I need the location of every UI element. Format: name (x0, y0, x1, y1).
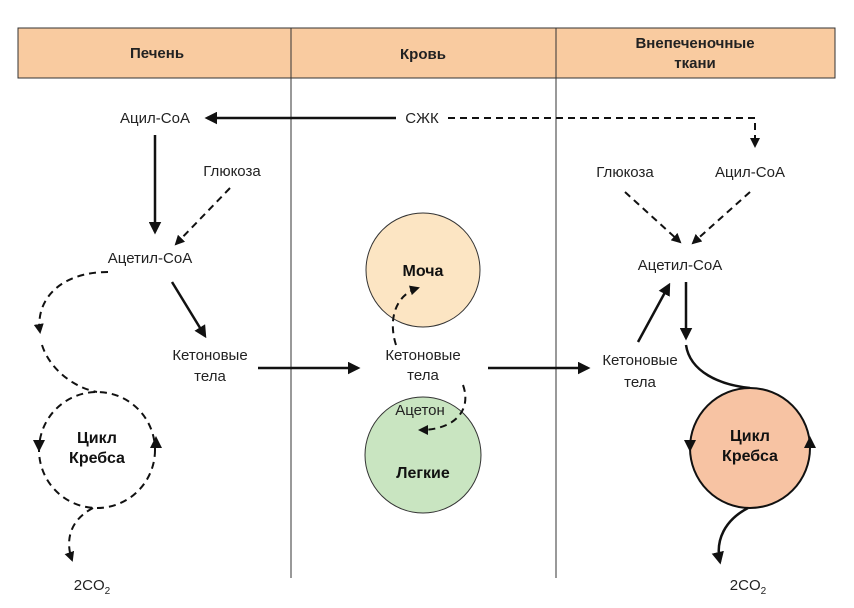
tissues-acetyl-coa: Ацетил-СоА (638, 257, 722, 274)
arrow-tissues-acyl-to-acetyl (691, 191, 751, 245)
liver-ketones-1: Кетоновые (172, 347, 247, 364)
arrow-glucose-to-acetyl (174, 187, 231, 246)
arrow-ffa-to-tissues (448, 117, 760, 148)
header-tissues-line1: Внепеченочные (635, 35, 754, 52)
tissues-glucose: Глюкоза (596, 164, 654, 181)
blood-ketones-2: тела (407, 367, 439, 384)
liver-acyl-coa: Ацил-СоА (120, 110, 190, 127)
lungs-circle (364, 396, 482, 514)
arrow-acetyl-to-krebs-a (33, 271, 109, 334)
blood-lungs: Легкие (396, 465, 450, 482)
tissues-ketones-2: тела (624, 374, 656, 391)
krebs-arrow-left-icon (684, 440, 696, 452)
blood-urine: Моча (403, 263, 444, 280)
krebs-arrow-right-icon (804, 436, 816, 448)
header-liver: Печень (130, 45, 184, 62)
arrow-krebs-to-co2 (64, 507, 94, 562)
arrow-tissues-glucose-to-acetyl (624, 191, 682, 244)
arrow-acetyl-to-krebs-b (41, 344, 98, 393)
tissues-ketones-1: Кетоновые (602, 352, 677, 369)
krebs-arrow-right-icon (150, 436, 162, 448)
arrow-acetone-to-lungs (418, 384, 467, 435)
liver-glucose: Глюкоза (203, 163, 261, 180)
liver-ketones-2: тела (194, 368, 226, 385)
arrow-ketones-to-acetyl (636, 282, 671, 343)
header-band: Печень Кровь Внепеченочные ткани (17, 27, 836, 578)
urine-circle (365, 212, 481, 328)
blood-ketones-1: Кетоновые (385, 347, 460, 364)
arrow-acetyl-to-krebs-b (684, 344, 751, 390)
liver-acetyl-coa: Ацетил-СоА (108, 250, 192, 267)
tissues-krebs-1: Цикл (730, 428, 770, 445)
krebs-arrow-left-icon (33, 440, 45, 452)
header-tissues-line2: ткани (674, 55, 715, 72)
tissues-acyl-coa: Ацил-СоА (715, 164, 785, 181)
arrow-ketones-to-urine (391, 285, 420, 346)
tissues-krebs-2: Кребса (722, 448, 778, 465)
liver-krebs-1: Цикл (77, 430, 117, 447)
liver-co2: 2CO2 (74, 577, 111, 597)
arrow-acetyl-to-ketones (170, 281, 207, 339)
blood-ffa: СЖК (405, 110, 439, 127)
blood-acetone: Ацетон (395, 402, 445, 419)
tissues-co2: 2CO2 (730, 577, 767, 597)
arrow-krebs-to-co2 (711, 506, 749, 565)
header-blood: Кровь (400, 46, 446, 63)
liver-krebs-2: Кребса (69, 450, 125, 467)
